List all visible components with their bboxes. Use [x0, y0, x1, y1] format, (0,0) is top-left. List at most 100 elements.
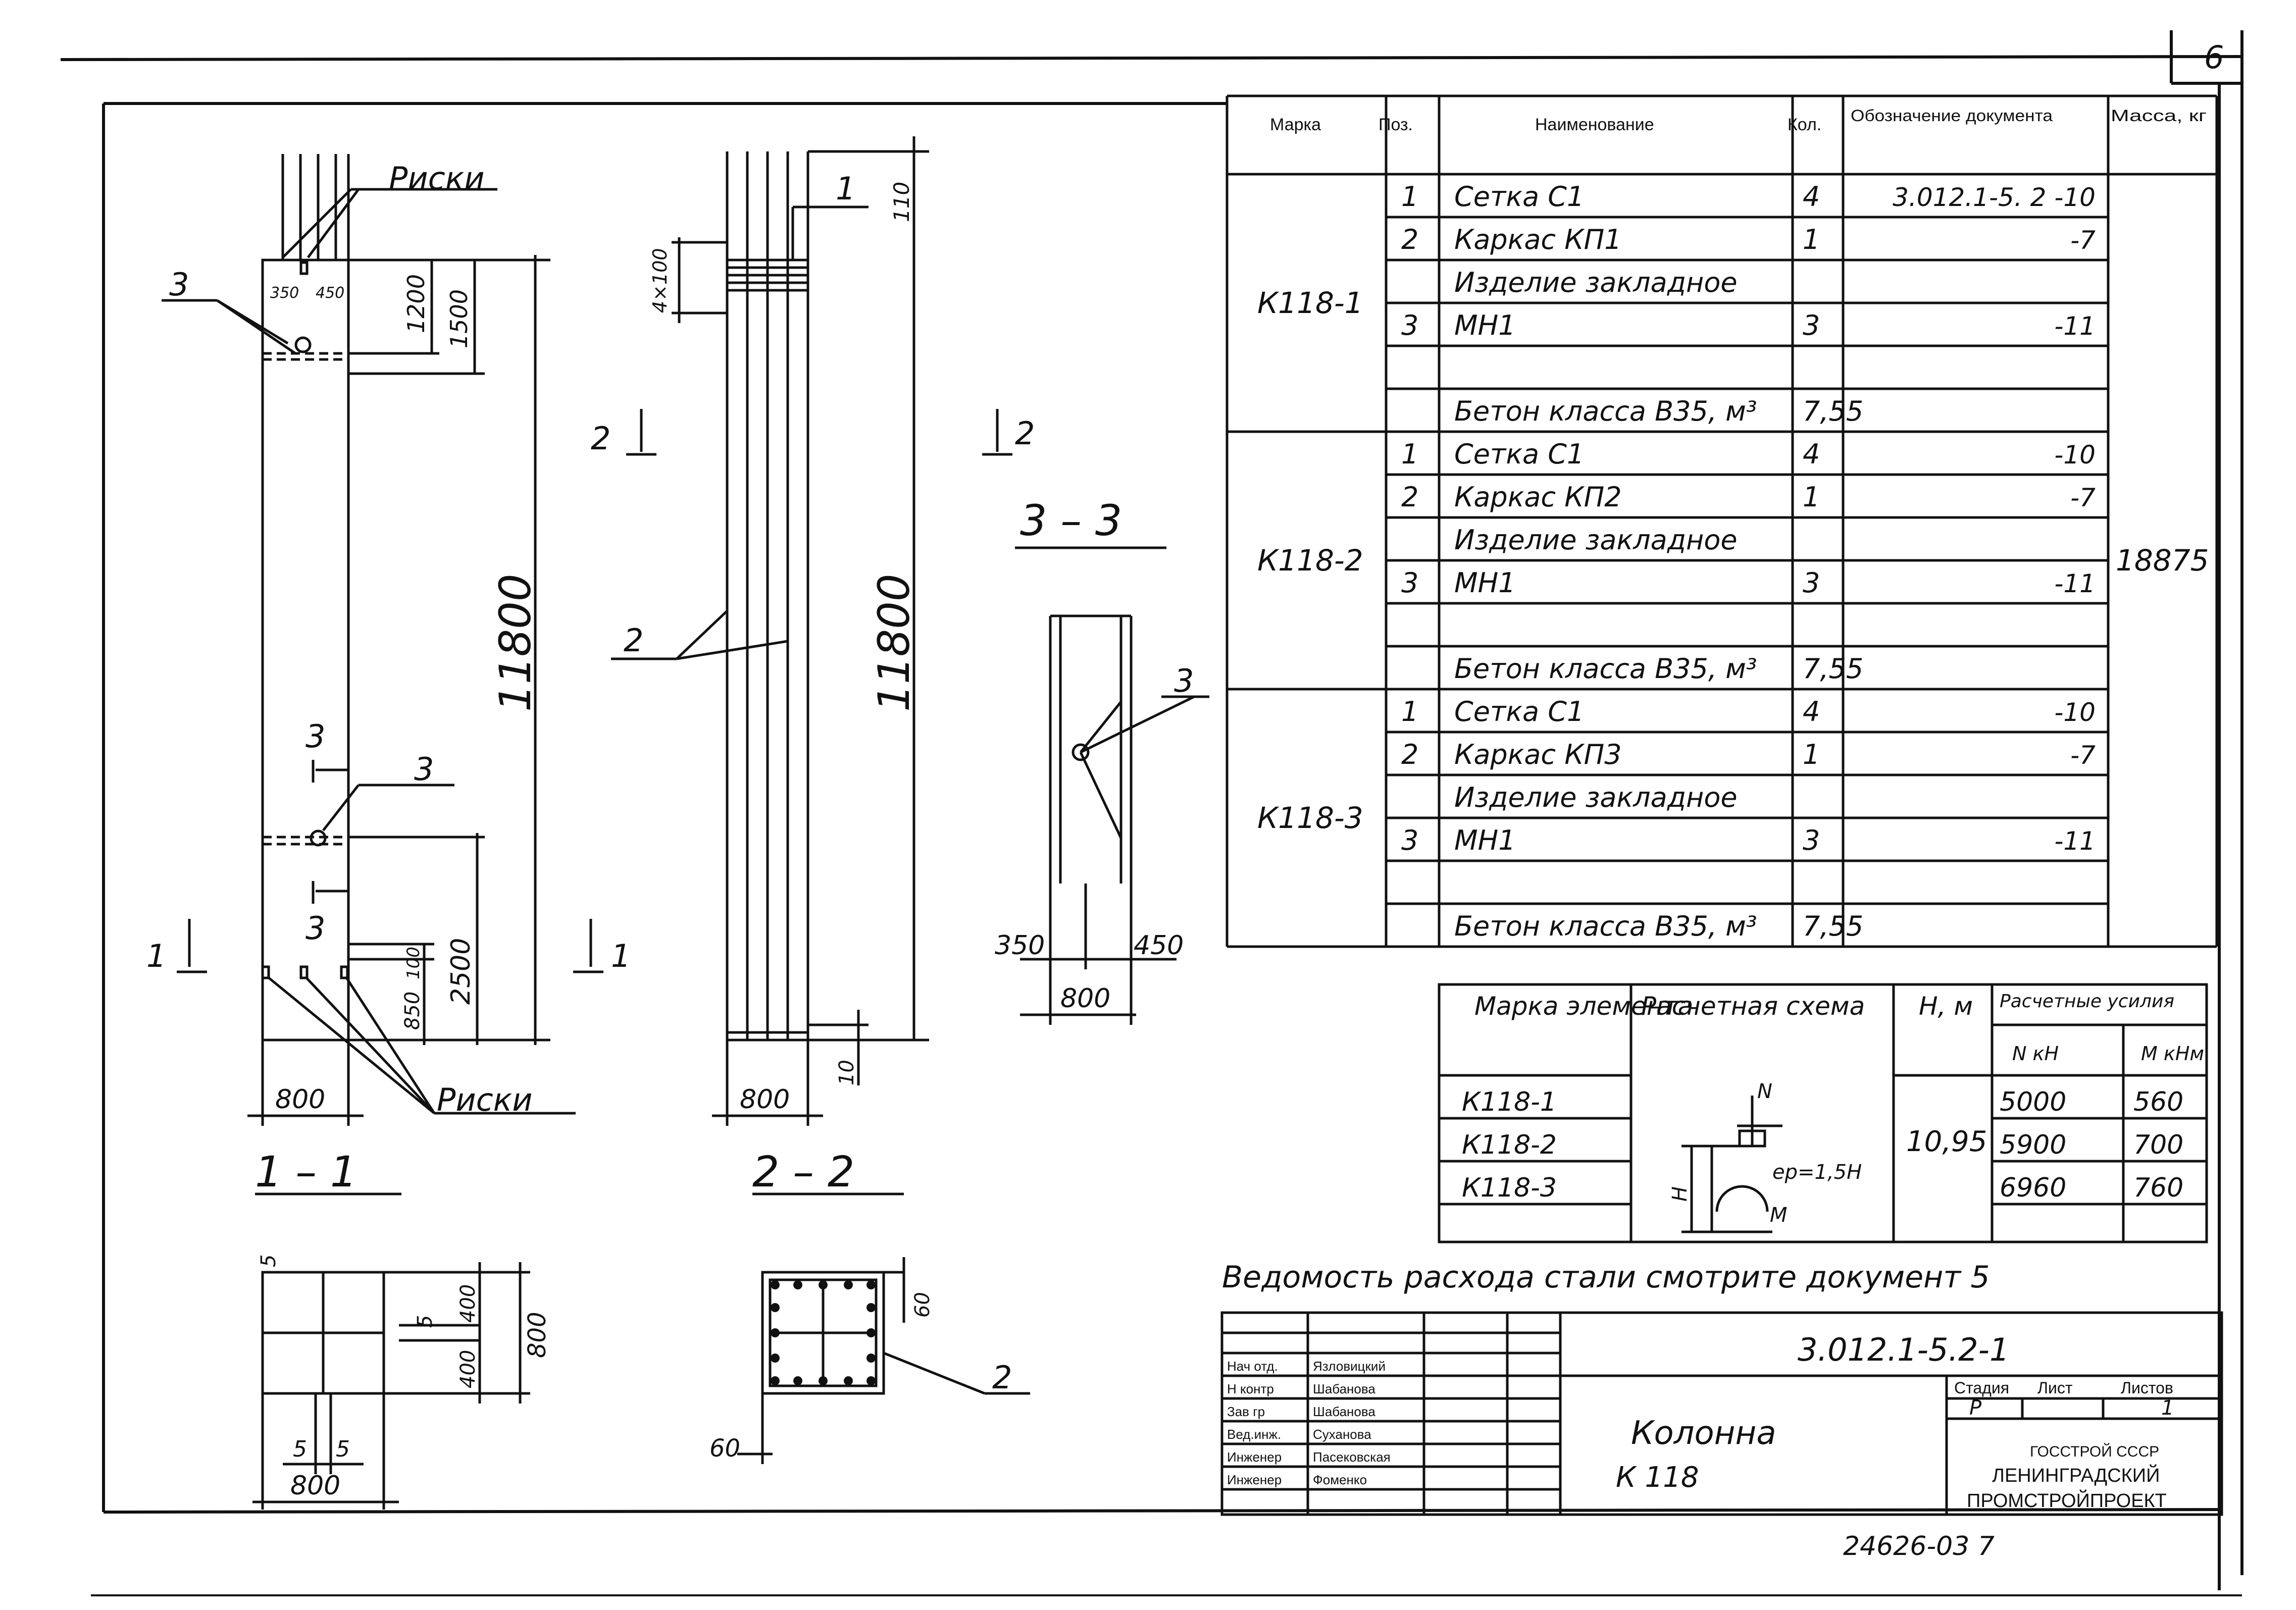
staff-name: Фоменко [1313, 1472, 1367, 1487]
rebar-dot [771, 1328, 780, 1337]
spec-row-doc: -7 [2070, 226, 2096, 255]
staff-name: Суханова [1313, 1427, 1371, 1442]
section-mark-2-left: 2 [591, 420, 610, 457]
rebar-dot [771, 1280, 780, 1289]
rebar-dot [819, 1376, 828, 1385]
spec-row-qty: 1 [1803, 224, 1820, 255]
footer-code: 24626-03 7 [1843, 1531, 1995, 1562]
spec-row-doc: 3.012.1-5. 2 -10 [1893, 183, 2096, 212]
dim-800-section: 800 [1060, 983, 1110, 1014]
rebar-dot [793, 1376, 802, 1385]
org-line2: ЛЕНИНГРАДСКИЙ [1992, 1464, 2160, 1486]
dim-60-right: 60 [911, 1292, 934, 1318]
loads-n-3: 6960 [2000, 1173, 2066, 1203]
dim-5-right: 5 [414, 1315, 437, 1328]
spec-row-doc: -11 [2054, 569, 2096, 598]
spec-mass: 18875 [2116, 543, 2209, 578]
spec-row-qty: 1 [1803, 739, 1820, 770]
spec-row-name: Изделие закладное [1454, 267, 1738, 298]
staff-name: Пасековская [1313, 1449, 1391, 1465]
dim-800-vertical: 800 [523, 1312, 551, 1358]
section-2-2-title: 2 – 2 [752, 1147, 854, 1197]
spec-row-name: Каркас КП3 [1454, 739, 1622, 770]
rebar-dot [771, 1303, 780, 1312]
scheme-m: M [1770, 1204, 1788, 1227]
spec-row-pos: 1 [1401, 181, 1418, 213]
loads-m-2: 700 [2133, 1130, 2183, 1160]
dim-400-top: 400 [456, 1284, 480, 1323]
spec-row-name: Изделие закладное [1454, 782, 1738, 813]
sheets-label: Листов [2121, 1379, 2173, 1397]
dim-350: 350 [270, 284, 299, 302]
spec-header-pos: Поз. [1379, 115, 1413, 134]
staff-role: Н контр [1227, 1381, 1274, 1396]
ticks-label-top: Риски [389, 160, 485, 197]
spec-row-pos: 3 [1401, 309, 1418, 341]
rebar-dot [793, 1280, 802, 1289]
loads-labels: Марка элемента Расчетная схема H, м Расч… [1462, 991, 2204, 1227]
rebar-dot [819, 1280, 828, 1289]
spec-row-doc: -11 [2054, 826, 2096, 856]
specification-headers: Марка Поз. Наименование Кол. Обозначение… [1270, 107, 2207, 134]
spec-row-pos: 3 [1401, 567, 1418, 599]
mark-3-section: 3 [1174, 662, 1194, 699]
spec-header-name: Наименование [1535, 115, 1654, 134]
sheet-frame [60, 30, 2243, 1596]
dim-350-section: 350 [995, 930, 1045, 961]
spec-row-qty: 7,55 [1803, 395, 1863, 427]
rebar-dot [866, 1303, 876, 1312]
spec-row-doc: -10 [2054, 698, 2096, 727]
rebar-dot [866, 1280, 876, 1289]
loads-header-h: H, м [1919, 992, 1973, 1021]
rebar-dot [771, 1354, 780, 1363]
stage-label: Стадия [1954, 1379, 2009, 1397]
section-3-3-title: 3 – 3 [1020, 496, 1122, 545]
front-labels: Риски Риски 3 3 3 3 1 1 350 450 1200 150… [146, 160, 631, 1118]
dim-10: 10 [835, 1060, 858, 1085]
section-mark-3-lower: 3 [305, 910, 325, 947]
spec-row-name: Каркас КП2 [1454, 481, 1622, 513]
staff-role: Инженер [1227, 1472, 1282, 1487]
sheet-label: Лист [2037, 1379, 2073, 1397]
section-2-2-bars [771, 1280, 876, 1385]
specification-table [1226, 94, 2218, 948]
section-mark-1-left: 1 [146, 938, 166, 974]
dim-450: 450 [316, 284, 344, 302]
section-mark-3-upper: 3 [305, 718, 325, 755]
spec-row-doc: -11 [2054, 311, 2096, 341]
spec-row-pos: 2 [1401, 224, 1418, 255]
spec-row-qty: 3 [1803, 309, 1820, 341]
spec-row-pos: 1 [1401, 438, 1418, 470]
rebar-dot [844, 1280, 853, 1289]
dim-850: 850 [401, 992, 424, 1030]
dim-1200: 1200 [402, 274, 430, 333]
sheets-value: 1 [2161, 1396, 2174, 1420]
spec-group-mark: К118-3 [1257, 801, 1363, 835]
spec-header-mark: Марка [1270, 115, 1321, 134]
org-line3: ПРОМСТРОЙПРОЕКТ [1967, 1489, 2167, 1512]
section-3-3 [1015, 546, 1209, 1025]
spec-row-qty: 4 [1803, 696, 1820, 728]
dim-4x100: 4×100 [649, 248, 671, 313]
spec-row-name: МН1 [1454, 309, 1516, 341]
org-line1: ГОССТРОЙ СССР [2030, 1443, 2159, 1460]
spec-row-pos: 2 [1401, 739, 1418, 770]
spec-header-mass: Масса, кг [2111, 107, 2207, 125]
dim-11800-front: 11800 [490, 574, 541, 712]
section-1-1-labels: 1 – 1 5 5 400 400 800 5 5 800 [255, 1147, 551, 1501]
dim-400-bottom: 400 [456, 1350, 480, 1388]
spec-row-pos: 3 [1401, 824, 1418, 856]
doc-code: 3.012.1-5.2-1 [1798, 1331, 2009, 1368]
loads-header-forces: Расчетные усилия [2000, 991, 2174, 1012]
spec-row-name: Сетка С1 [1454, 438, 1584, 470]
title-block-labels: 3.012.1-5.2-1 Колонна К 118 Стадия Лист … [1616, 1331, 2174, 1512]
spec-row-name: МН1 [1454, 824, 1516, 856]
dim-5-top: 5 [257, 1255, 280, 1267]
spec-row-qty: 4 [1803, 438, 1820, 470]
spec-group-mark: К118-1 [1257, 286, 1363, 320]
dim-100: 100 [403, 947, 424, 979]
rebar-dot [771, 1376, 780, 1385]
dim-450-section: 450 [1134, 930, 1184, 961]
